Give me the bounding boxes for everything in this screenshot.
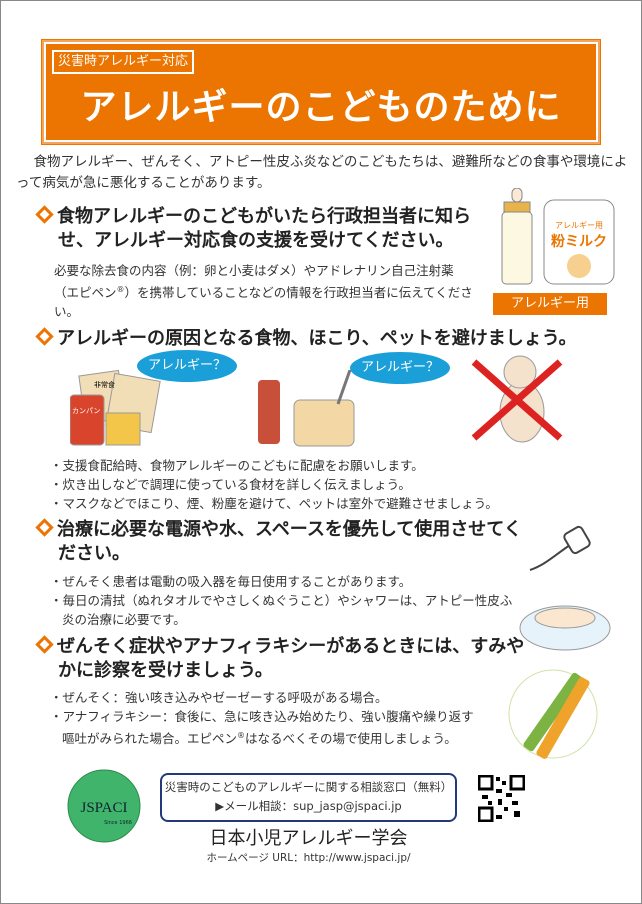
page-title: アレルギーのこどものために [80, 87, 562, 128]
epipen-illustration [508, 669, 598, 759]
symptom-bullet-list: ・ぜんそく：強い咳き込みやゼーゼーする呼吸がある場合。 ・アナフィラキシー：食後… [44, 688, 484, 748]
bullet-text: 支援食配給時、食物アレルギーのこどもに配慮をお願いします。 [62, 458, 424, 473]
diamond-icon [35, 205, 54, 224]
emergency-food-illustration: 非常食 カンパン [70, 369, 161, 446]
heading-text: 食物アレルギーのこどもがいたら行政担当者に知らせ、アレルギー対応食の支援を受けて… [57, 206, 471, 251]
list-item: ・ぜんそく：強い咳き込みやゼーゼーする呼吸がある場合。 [50, 690, 388, 705]
heading-text: 治療に必要な電源や水、スペースを優先して使用させてください。 [57, 519, 522, 564]
organization-name: 日本小児アレルギー学会 [209, 828, 408, 849]
list-item: ・ぜんそく患者は電動の吸入器を毎日使用することがあります。 [50, 574, 412, 589]
consultation-title: 災害時のこどものアレルギーに関する相談窓口（無料） [164, 780, 453, 794]
homepage-url[interactable]: ホームページ URL：http://www.jspaci.jp/ [206, 852, 411, 864]
bullet-text: はなるべくその場で使用しましょう。 [245, 731, 457, 747]
disaster-tag: 災害時アレルギー対応 [52, 50, 195, 74]
heading-text: ぜんそく症状やアナフィラキシーがあるときには、すみやかに診察を受けましょう。 [57, 636, 525, 681]
bullet-text: アナフィラキシー：食後に、急に咳き込み始めたり、強い腹痛や繰り返す嘔吐がみられた… [62, 709, 474, 747]
body-text: 必要な除去食の内容（例：卵と小麦はダメ）やアドレナリン自己注射薬（エピペン [54, 263, 454, 301]
speech-bubble: アレルギー？ [350, 352, 450, 384]
list-item: ・マスクなどでほこり、煙、粉塵を避けて、ペットは室外で避難させましょう。 [50, 496, 498, 511]
title-banner: 災害時アレルギー対応 アレルギーのこどものために [42, 40, 600, 144]
bullet-text: 毎日の清拭（ぬれタオルでやさしくぬぐうこと）やシャワーは、アトピー性皮ふ炎の治療… [62, 593, 513, 627]
power-bullet-list: ・ぜんそく患者は電動の吸入器を毎日使用することがあります。 ・毎日の清拭（ぬれタ… [44, 572, 524, 629]
list-item: ・アナフィラキシー：食後に、急に咳き込み始めたり、強い腹痛や繰り返す嘔吐がみられ… [50, 709, 474, 747]
section-see-doctor: ぜんそく症状やアナフィラキシーがあるときには、すみやかに診察を受けましょう。 [35, 635, 526, 683]
intro-text: 食物アレルギー、ぜんそく、アトピー性皮ふ炎などのこどもたちは、避難所などの食事や… [16, 154, 628, 191]
section-heading: 食物アレルギーのこどもがいたら行政担当者に知らせ、アレルギー対応食の支援を受けて… [35, 205, 476, 253]
consultation-email-link[interactable]: ▶メール相談：sup_jasp@jspaci.jp [215, 799, 402, 813]
consultation-box: 災害時のこどものアレルギーに関する相談窓口（無料） ▶メール相談：sup_jas… [160, 773, 457, 822]
baby-bottle-milk-illustration: アレルギー用 粉ミルク [501, 188, 615, 285]
allergy-use-label: アレルギー用 [493, 293, 607, 315]
bullet-text: マスクなどでほこり、煙、粉塵を避けて、ペットは室外で避難させましょう。 [62, 496, 498, 511]
section-body: 必要な除去食の内容（例：卵と小麦はダメ）やアドレナリン自己注射薬（エピペン®）を… [36, 261, 476, 321]
svg-text:Since 1966: Since 1966 [104, 820, 132, 826]
bullet-text: ぜんそく：強い咳き込みやゼーゼーする呼吸がある場合。 [62, 690, 388, 705]
svg-text:JSPACI: JSPACI [81, 800, 128, 816]
heading-text: アレルギーの原因となる食物、ほこり、ペットを避けましょう。 [57, 328, 577, 349]
section-food-allergy: 食物アレルギーのこどもがいたら行政担当者に知らせ、アレルギー対応食の支援を受けて… [35, 205, 476, 321]
section-power-water: 治療に必要な電源や水、スペースを優先して使用させてください。 [35, 518, 526, 566]
list-item: ・支援食配給時、食物アレルギーのこどもに配慮をお願いします。 [50, 458, 424, 473]
diamond-icon [35, 635, 54, 654]
can-small-label: アレルギー用 [555, 221, 603, 230]
section-avoid-allergens: アレルギーの原因となる食物、ほこり、ペットを避けましょう。 [35, 327, 616, 351]
diamond-icon [35, 518, 54, 537]
jspaci-logo: JSPACI Since 1966 [67, 769, 141, 843]
qr-code[interactable] [478, 775, 525, 822]
registered-mark: ® [237, 731, 246, 740]
registered-mark: ® [116, 285, 125, 294]
cooking-pot-illustration [258, 370, 355, 447]
diamond-icon [35, 327, 54, 346]
dog-crossed-out-illustration [471, 355, 563, 443]
can-label: カンパン [72, 407, 100, 415]
body-text: ）を携帯していることなどの情報を行政担当者に伝えてください。 [54, 285, 473, 320]
avoid-bullet-list: ・支援食配給時、食物アレルギーのこどもに配慮をお願いします。 ・炊き出しなどで調… [44, 456, 604, 513]
can-big-label: 粉ミルク [551, 233, 607, 250]
power-plug-illustration [529, 525, 591, 571]
washing-basin-illustration [519, 605, 611, 651]
bullet-text: ぜんそく患者は電動の吸入器を毎日使用することがあります。 [62, 574, 412, 589]
bullet-text: 炊き出しなどで調理に使っている食材を詳しく伝えましょう。 [62, 477, 411, 492]
speech-bubble: アレルギー？ [137, 350, 237, 382]
list-item: ・毎日の清拭（ぬれタオルでやさしくぬぐうこと）やシャワーは、アトピー性皮ふ炎の治… [50, 593, 513, 627]
list-item: ・炊き出しなどで調理に使っている食材を詳しく伝えましょう。 [50, 477, 411, 492]
bag-label: 非常食 [94, 380, 115, 389]
